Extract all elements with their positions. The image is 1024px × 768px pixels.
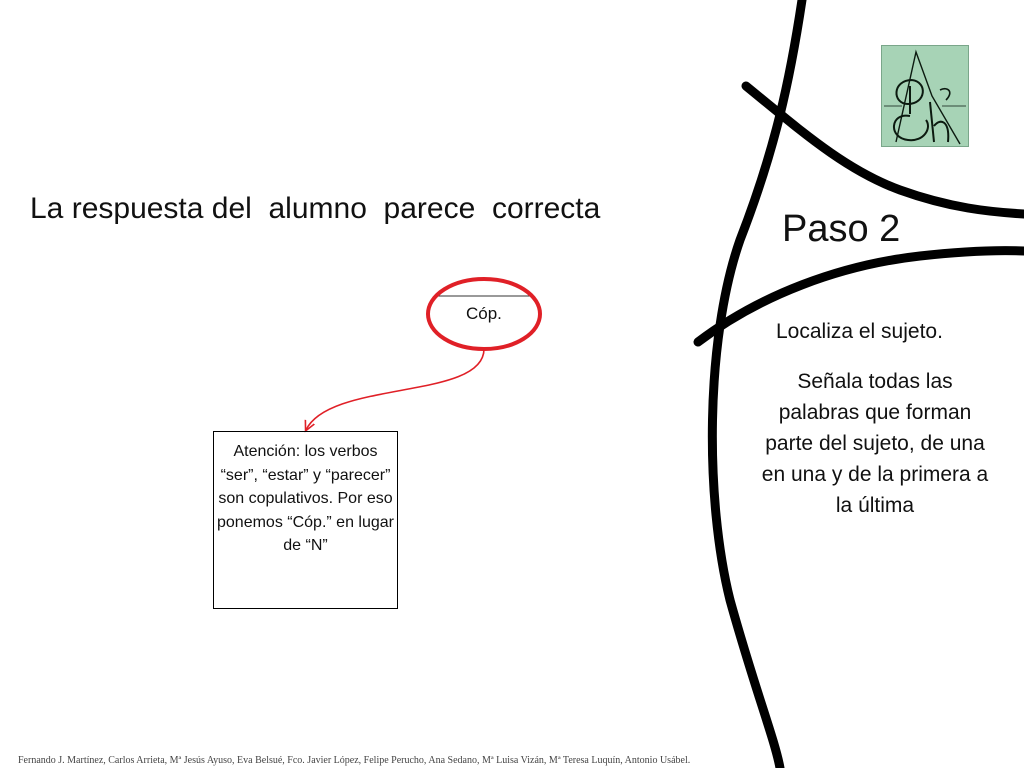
lower-branch-curve (693, 246, 1024, 347)
authors-footer: Fernando J. Martínez, Carlos Arrieta, Mª… (18, 755, 691, 766)
logo-drawing (884, 49, 966, 145)
note-box: Atención: los verbos “ser”, “estar” y “p… (213, 431, 398, 609)
upper-branch-curve (741, 81, 1024, 219)
vertical-curve (707, 0, 807, 768)
logo (881, 45, 969, 147)
slide-title: La respuesta del alumno parece correcta (30, 192, 601, 225)
pointer-arrow (306, 348, 485, 430)
copula-label: Cóp. (466, 304, 502, 323)
step-label: Paso 2 (782, 208, 901, 250)
instruction-mark-words: Señala todas las palabras que forman par… (761, 370, 989, 517)
instruction-locate-subject: Localiza el sujeto. (776, 320, 943, 343)
